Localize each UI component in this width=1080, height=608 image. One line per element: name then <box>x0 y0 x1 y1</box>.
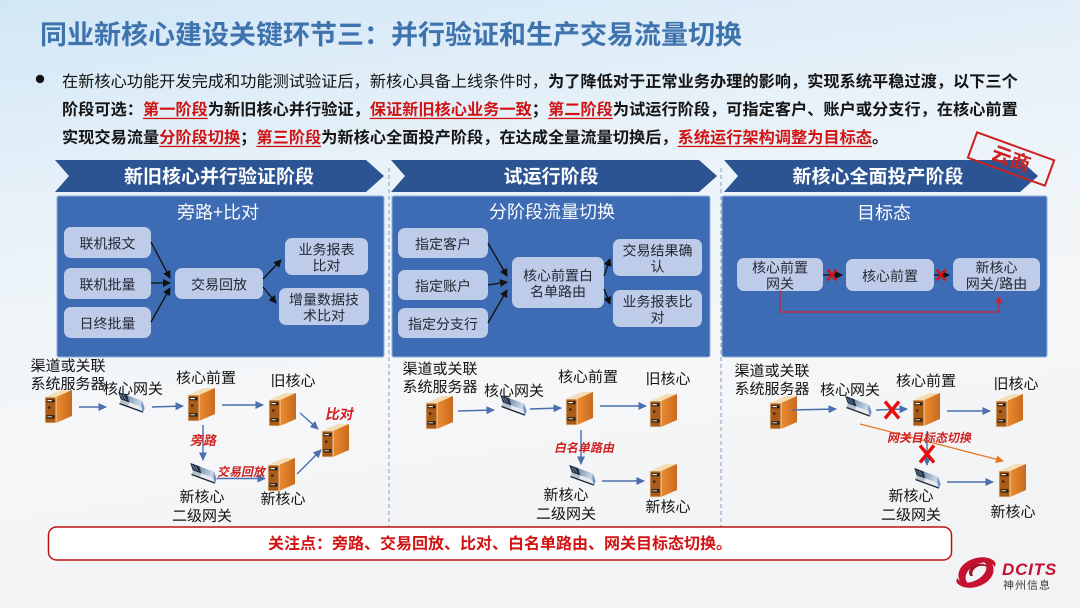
svg-text:DCITS: DCITS <box>1002 560 1057 579</box>
